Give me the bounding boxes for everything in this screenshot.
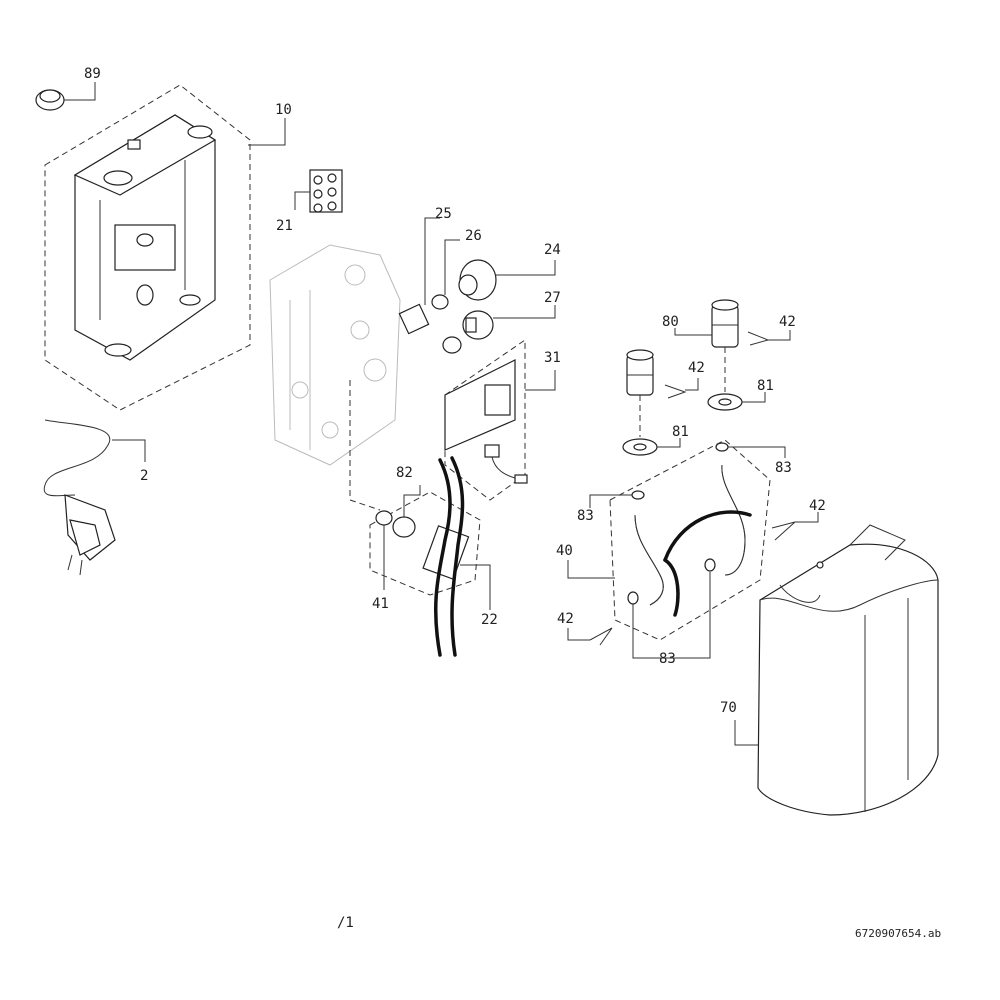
callout-81-left: 81 (672, 424, 689, 440)
callout-21: 21 (276, 218, 293, 234)
callout-42-lower: 42 (557, 611, 574, 627)
callout-83-left: 83 (577, 508, 594, 524)
callout-10: 10 (275, 102, 292, 118)
part-41-seal (375, 510, 393, 526)
part-80-connector-right (711, 299, 739, 348)
part-42-clip-mid (664, 384, 687, 399)
callout-42-top: 42 (779, 314, 796, 330)
part-70-cover (757, 524, 939, 816)
leader-26 (444, 239, 460, 295)
callout-89: 89 (84, 66, 101, 82)
callout-26: 26 (465, 228, 482, 244)
callout-70: 70 (720, 700, 737, 716)
leader-82 (403, 485, 421, 517)
part-27-valve (462, 310, 494, 340)
callout-42-mid: 42 (688, 360, 705, 376)
leader-83-a (728, 446, 786, 458)
group-box-31 (444, 339, 526, 501)
callout-31: 31 (544, 350, 561, 366)
ghost-assembly (269, 244, 401, 466)
leader-80 (674, 328, 712, 336)
leader-25 (424, 217, 440, 305)
group-box-40 (609, 439, 771, 641)
assembly-link (349, 380, 381, 511)
leader-81-b (657, 438, 681, 448)
leader-70 (734, 720, 758, 746)
part-25-filter (398, 303, 430, 335)
leader-42-c (795, 512, 819, 523)
callout-80: 80 (662, 314, 679, 330)
part-42-clip-right (771, 521, 796, 541)
leader-24 (496, 260, 556, 276)
leader-42-d (567, 628, 590, 641)
callout-82: 82 (396, 465, 413, 481)
part-27-seal (442, 336, 462, 354)
group-box-10 (44, 84, 251, 411)
washer-hole (633, 443, 647, 451)
leader-42-b (685, 378, 699, 391)
leader-22 (460, 564, 491, 610)
drawing-code: 6720907654.ab (855, 927, 941, 940)
callout-83-bottom: 83 (659, 651, 676, 667)
group-box-22 (369, 491, 481, 596)
part-24-valve (458, 259, 497, 301)
leader-31 (525, 370, 556, 391)
part-21-terminal-block (309, 169, 343, 213)
callout-83-right: 83 (775, 460, 792, 476)
part-42-clip-top (747, 331, 770, 346)
part-89-cap (35, 89, 65, 111)
leader-2 (112, 439, 146, 462)
part-22-heating-element (422, 456, 470, 657)
sheet-number: /1 (337, 915, 354, 931)
callout-2: 2 (140, 468, 148, 484)
washer-hole (718, 398, 732, 406)
part-10-frame (73, 114, 217, 361)
part-31-board (444, 359, 528, 484)
part-26-ring (431, 294, 449, 310)
callout-81-right: 81 (757, 378, 774, 394)
leader-81-a (742, 392, 766, 403)
callout-27: 27 (544, 290, 561, 306)
callout-40: 40 (556, 543, 573, 559)
leader-83-c (632, 572, 711, 659)
leader-83-b (589, 494, 632, 508)
callout-22: 22 (481, 612, 498, 628)
callout-41: 41 (372, 596, 389, 612)
leader-40 (567, 560, 615, 579)
part-2-power-cable (43, 419, 116, 576)
part-83-oring-b (631, 490, 645, 500)
leader-10 (248, 118, 286, 146)
part-42-clip-lower (589, 627, 613, 646)
part-40-pipes (627, 464, 752, 617)
part-80-connector-left (626, 349, 654, 396)
leader-89 (64, 82, 96, 101)
part-82-sensor (392, 516, 416, 538)
callout-42-right: 42 (809, 498, 826, 514)
leader-42-a (768, 330, 791, 341)
callout-25: 25 (435, 206, 452, 222)
leader-27 (493, 305, 556, 319)
leader-21 (294, 191, 310, 210)
callout-24: 24 (544, 242, 561, 258)
